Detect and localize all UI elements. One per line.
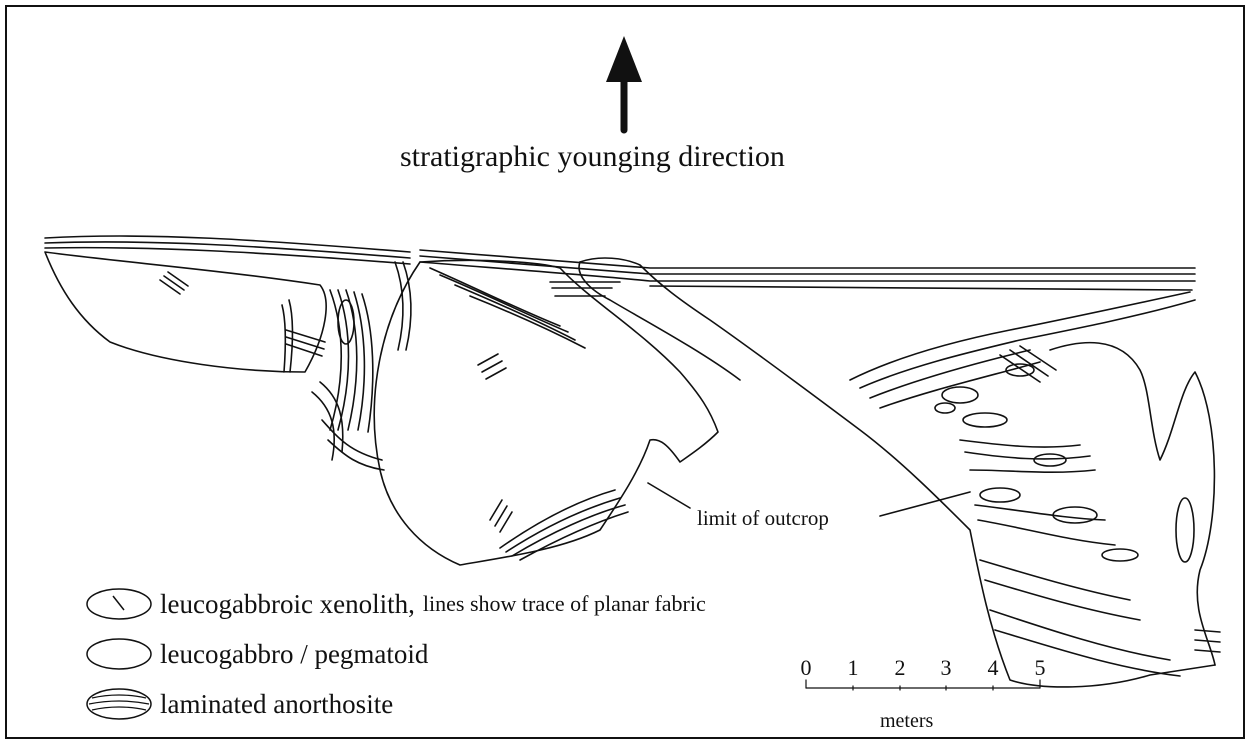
scale-unit-label: meters bbox=[880, 710, 933, 733]
outcrop-limit-label: limit of outcrop bbox=[697, 506, 829, 531]
legend-label: leucogabbroic xenolith, bbox=[160, 589, 415, 620]
laminated-zone-top bbox=[430, 268, 585, 348]
scale-bar bbox=[806, 680, 1040, 690]
outcrop-leader-left bbox=[648, 483, 690, 508]
scale-tick-label: 0 bbox=[796, 655, 816, 681]
laminated-icon bbox=[84, 686, 154, 722]
outcrop-leader-right bbox=[880, 492, 970, 516]
elongated-band bbox=[550, 258, 1215, 687]
left-xenolith bbox=[45, 252, 326, 372]
pegmatoid-icon bbox=[84, 636, 154, 672]
laminated-zone-bottom bbox=[500, 490, 628, 560]
laminated-zone-left bbox=[312, 262, 411, 470]
scale-tick-label: 1 bbox=[843, 655, 863, 681]
scale-tick-label: 3 bbox=[936, 655, 956, 681]
legend-note: lines show trace of planar fabric bbox=[423, 591, 706, 617]
legend-label: leucogabbro / pegmatoid bbox=[160, 639, 428, 670]
scale-tick-label: 2 bbox=[890, 655, 910, 681]
legend-item-laminated: laminated anorthosite bbox=[84, 686, 393, 722]
younging-arrow bbox=[606, 36, 642, 130]
scale-tick-label: 4 bbox=[983, 655, 1003, 681]
scale-tick-label: 5 bbox=[1030, 655, 1050, 681]
younging-direction-label: stratigraphic younging direction bbox=[400, 140, 785, 174]
right-complex bbox=[850, 292, 1220, 676]
legend-item-xenolith: leucogabbroic xenolith, lines show trace… bbox=[84, 586, 706, 622]
xenolith-icon bbox=[84, 586, 154, 622]
legend-label: laminated anorthosite bbox=[160, 689, 393, 720]
legend-item-pegmatoid: leucogabbro / pegmatoid bbox=[84, 636, 428, 672]
